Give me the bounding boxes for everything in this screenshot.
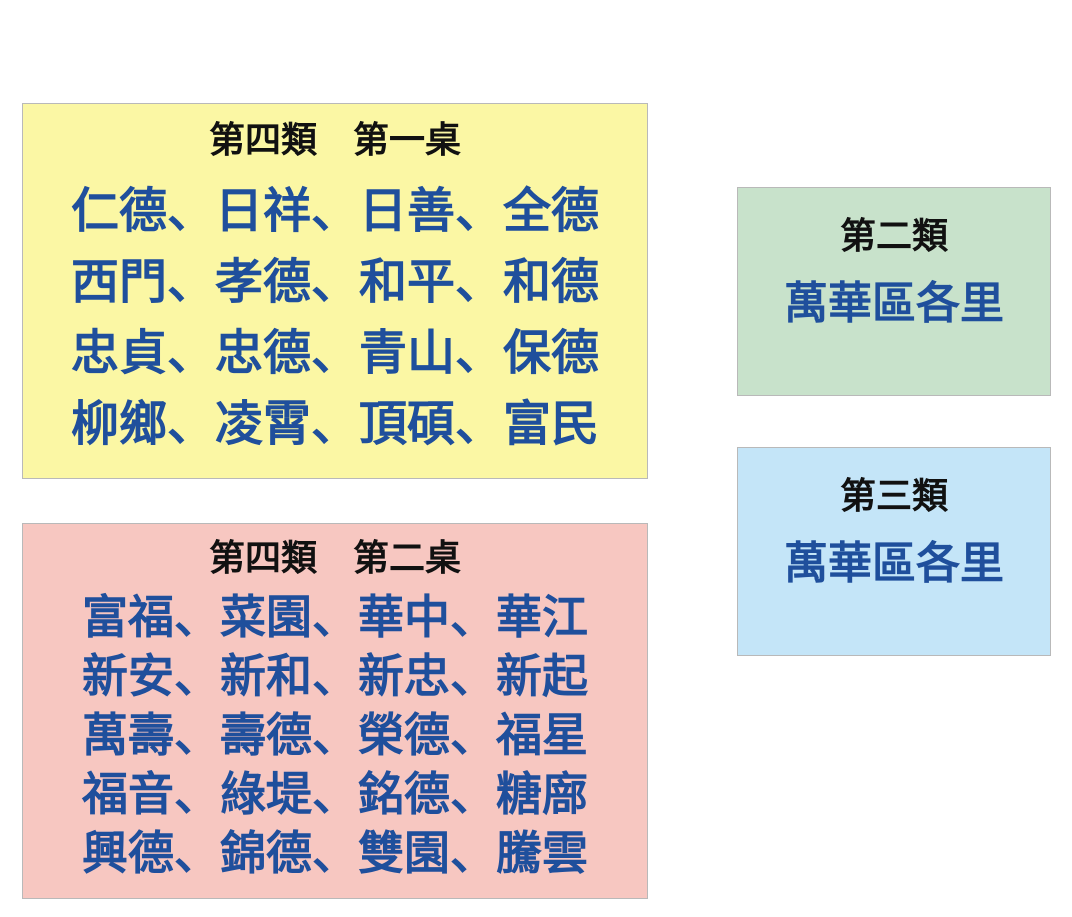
table2-line: 福音、綠堤、銘德、糖廍: [82, 767, 588, 821]
class3-body: 萬華區各里: [784, 538, 1004, 589]
class2-body: 萬華區各里: [784, 278, 1004, 329]
table1-line: 仁德、日祥、日善、全德: [70, 183, 599, 239]
table1-line: 柳鄉、凌霄、頂碩、富民: [70, 396, 599, 452]
table2-card: 第四類 第二桌 富福、菜園、華中、華江 新安、新和、新忠、新起 萬壽、壽德、榮德…: [22, 523, 648, 899]
table1-line: 忠貞、忠德、青山、保德: [70, 325, 599, 381]
table2-list: 富福、菜園、華中、華江 新安、新和、新忠、新起 萬壽、壽德、榮德、福星 福音、綠…: [82, 588, 588, 883]
table2-title: 第四類 第二桌: [208, 537, 461, 579]
class3-title: 第三類: [839, 475, 948, 517]
table2-line: 萬壽、壽德、榮德、福星: [82, 708, 588, 762]
class2-title: 第二類: [839, 215, 948, 257]
table2-line: 新安、新和、新忠、新起: [82, 649, 588, 703]
table1-line: 西門、孝德、和平、和德: [70, 254, 599, 310]
table1-list: 仁德、日祥、日善、全德 西門、孝德、和平、和德 忠貞、忠德、青山、保德 柳鄉、凌…: [71, 176, 599, 460]
table1-card: 第四類 第一桌 仁德、日祥、日善、全德 西門、孝德、和平、和德 忠貞、忠德、青山…: [22, 103, 648, 479]
class3-card: 第三類 萬華區各里: [737, 447, 1051, 656]
class2-card: 第二類 萬華區各里: [737, 187, 1051, 396]
table2-line: 富福、菜園、華中、華江: [82, 590, 588, 644]
table2-line: 興德、錦德、雙園、騰雲: [82, 826, 588, 880]
table1-title: 第四類 第一桌: [208, 119, 461, 161]
